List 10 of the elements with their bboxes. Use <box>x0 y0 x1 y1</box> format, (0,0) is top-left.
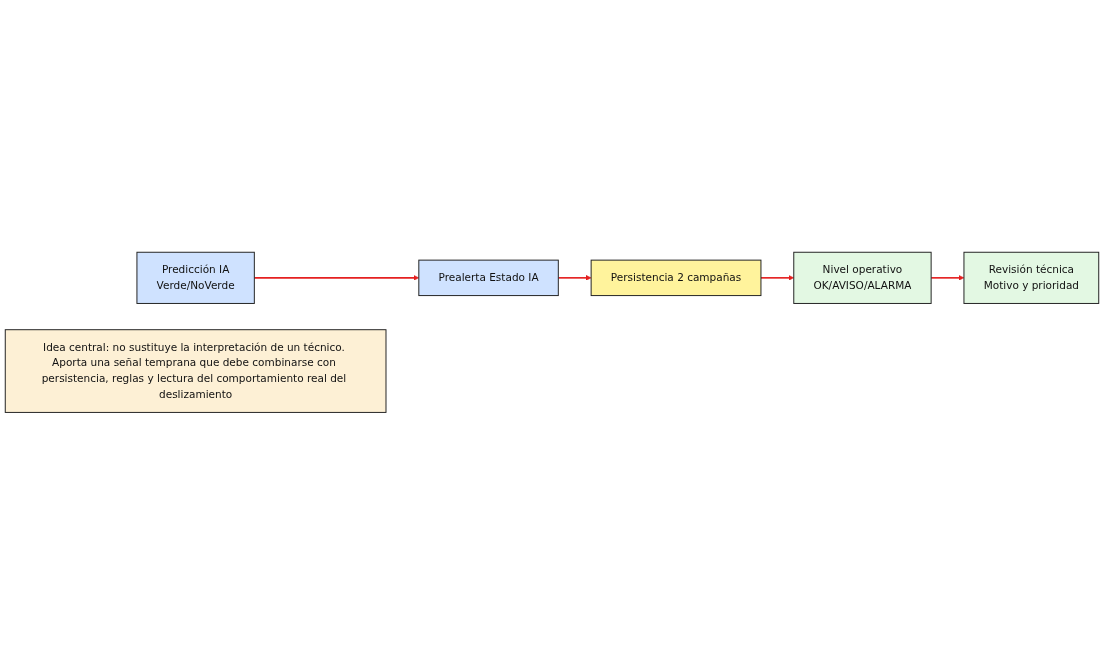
node-box: Predicción IA Verde/NoVerde <box>136 251 255 304</box>
arrow <box>557 274 592 281</box>
node-box: Prealerta Estado IA <box>418 259 559 296</box>
node-box: Persistencia 2 campañas <box>590 259 762 296</box>
node-box: Revisión técnica Motivo y prioridad <box>963 251 1100 304</box>
arrow <box>930 274 965 281</box>
node-box: Nivel operativo OK/AVISO/ALARMA <box>793 251 932 304</box>
arrow <box>760 274 795 281</box>
arrow <box>253 274 420 281</box>
node-box: Idea central: no sustituye la interpretación de un técnico. Aporta una señal temprana que debe combinarse con persistencia, reglas y lectura del comportamiento real del deslizamiento <box>4 328 387 413</box>
